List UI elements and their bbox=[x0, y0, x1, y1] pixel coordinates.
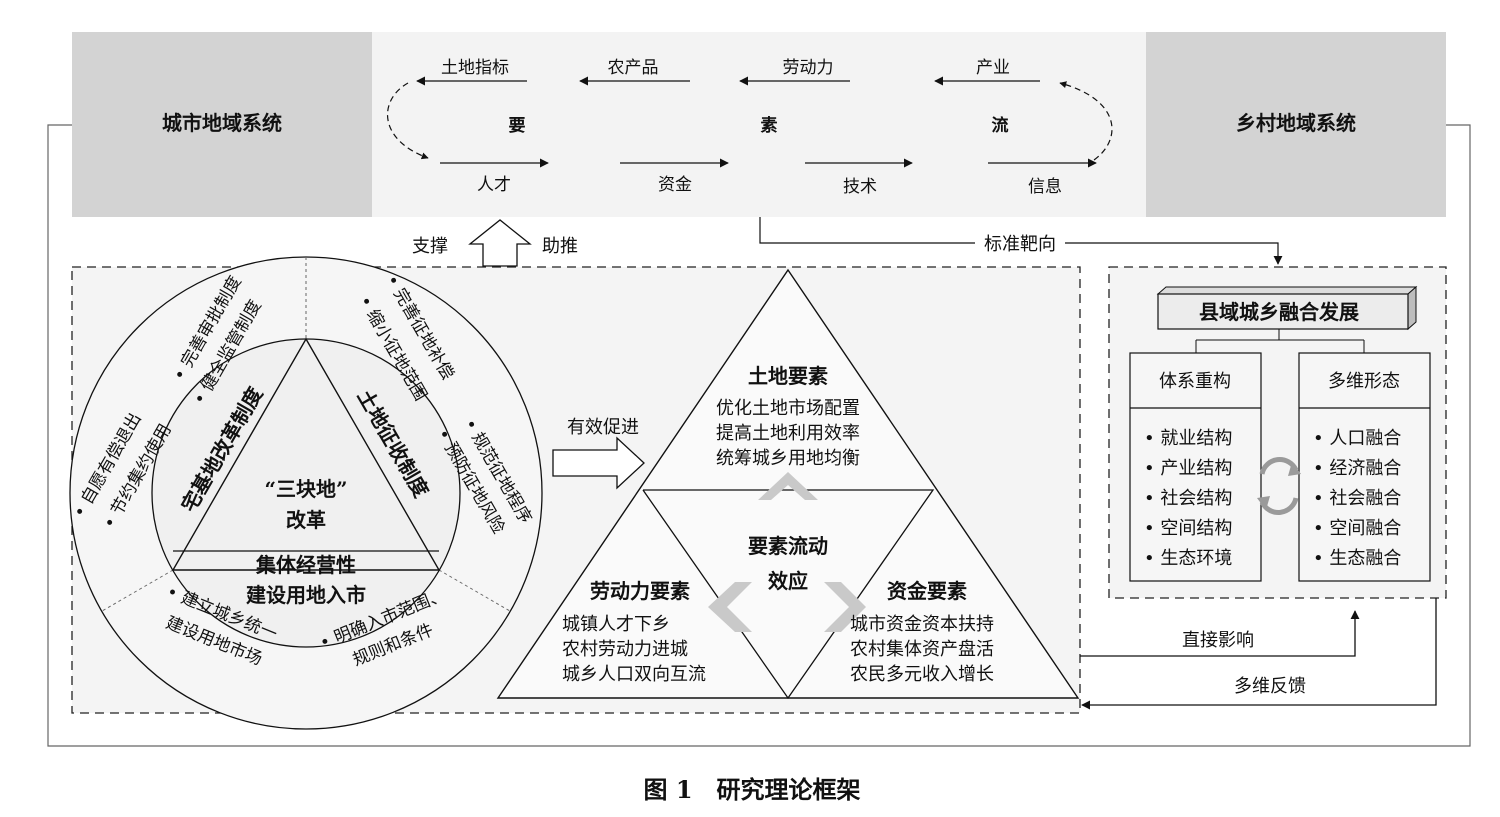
city-system-label: 城市地域系统 bbox=[162, 111, 282, 135]
flow-loop-right bbox=[1059, 81, 1113, 161]
rural-system-box bbox=[1146, 32, 1446, 217]
land-factor-title: 土地要素 bbox=[748, 364, 828, 388]
county-integration-title-box bbox=[1156, 285, 1418, 331]
flow-label-talent: 人才 bbox=[477, 175, 511, 195]
rural-system-label: 乡村地域系统 bbox=[1236, 111, 1356, 135]
labor-factor-title: 劳动力要素 bbox=[590, 579, 690, 603]
collective-land-line2: 建设用地入市 bbox=[246, 583, 366, 607]
support-up-arrow bbox=[468, 219, 532, 267]
county-integration-title: 县域城乡融合发展 bbox=[1199, 300, 1359, 324]
flow-label-labor: 劳动力 bbox=[783, 58, 834, 78]
form-item-economy: • 经济融合 bbox=[1313, 458, 1401, 479]
system-item-spatial: • 空间结构 bbox=[1144, 518, 1232, 539]
collective-land-line1: 集体经营性 bbox=[255, 553, 356, 577]
top-band: 城市地域系统 乡村地域系统 土地指标 农产品 劳动力 产业 要 素 流 人才 资… bbox=[72, 32, 1446, 217]
feedback-label: 多维反馈 bbox=[1234, 676, 1306, 697]
standard-targeting-label: 标准靶向 bbox=[984, 234, 1056, 255]
labor-factor-item-3: 城乡人口双向互流 bbox=[562, 664, 706, 685]
system-reconstruction-box bbox=[1129, 352, 1262, 582]
form-item-population: • 人口融合 bbox=[1313, 428, 1401, 449]
flow-loop-left bbox=[386, 82, 429, 160]
three-land-reform-circle bbox=[69, 256, 543, 730]
flow-center-char-3: 流 bbox=[992, 115, 1009, 136]
support-label: 支撑 bbox=[412, 236, 448, 257]
multidimensional-form-box bbox=[1298, 352, 1431, 582]
effective-promotion-label: 有效促进 bbox=[567, 417, 639, 438]
flow-label-capital: 资金 bbox=[658, 175, 692, 195]
system-item-ecology: • 生态环境 bbox=[1144, 548, 1232, 569]
flow-label-technology: 技术 bbox=[843, 177, 877, 197]
title-tree-lines bbox=[1195, 329, 1365, 353]
cycle-arrows-icon bbox=[1257, 457, 1301, 515]
capital-factor-title: 资金要素 bbox=[887, 579, 967, 603]
flow-label-farm-produce: 农产品 bbox=[608, 58, 659, 78]
flow-center-char-2: 素 bbox=[761, 116, 778, 136]
factor-flow-effect-line2: 效应 bbox=[768, 569, 808, 593]
flow-label-industry: 产业 bbox=[976, 58, 1010, 78]
land-factor-item-1: 优化土地市场配置 bbox=[716, 398, 860, 419]
form-item-society: • 社会融合 bbox=[1313, 488, 1401, 509]
form-item-ecology: • 生态融合 bbox=[1313, 548, 1401, 569]
factor-triangle bbox=[496, 268, 1080, 700]
effective-promotion-arrow bbox=[552, 436, 645, 490]
land-factor-item-2: 提高土地利用效率 bbox=[716, 423, 860, 444]
chevron-left-icon bbox=[708, 582, 752, 632]
labor-factor-item-2: 农村劳动力进城 bbox=[562, 639, 688, 660]
direct-influence-arrow bbox=[1080, 610, 1360, 657]
direct-influence-label: 直接影响 bbox=[1182, 630, 1254, 651]
land-factor-item-3: 统筹城乡用地均衡 bbox=[716, 448, 860, 469]
three-land-center-line1: “三块地” bbox=[264, 477, 347, 501]
city-system-box bbox=[72, 32, 372, 217]
system-item-industry: • 产业结构 bbox=[1144, 458, 1232, 479]
system-reconstruction-header: 体系重构 bbox=[1159, 371, 1231, 392]
capital-factor-item-2: 农村集体资产盘活 bbox=[850, 639, 994, 660]
outer-frame-line bbox=[47, 124, 1471, 747]
capital-factor-item-1: 城市资金资本扶持 bbox=[850, 614, 994, 635]
system-item-social: • 社会结构 bbox=[1144, 488, 1232, 509]
three-land-center-line2: 改革 bbox=[286, 508, 326, 532]
feedback-arrow bbox=[1081, 598, 1437, 710]
multidimensional-form-header: 多维形态 bbox=[1328, 371, 1400, 392]
figure-caption: 图 1 研究理论框架 bbox=[643, 775, 860, 804]
system-item-employment: • 就业结构 bbox=[1144, 428, 1232, 449]
chevron-right-icon bbox=[824, 582, 866, 632]
capital-factor-item-3: 农民多元收入增长 bbox=[850, 664, 994, 685]
form-item-space: • 空间融合 bbox=[1313, 518, 1401, 539]
chevron-up-icon bbox=[758, 472, 818, 500]
labor-factor-item-1: 城镇人才下乡 bbox=[562, 614, 670, 635]
flow-label-information: 信息 bbox=[1028, 177, 1062, 197]
push-label: 助推 bbox=[542, 236, 578, 257]
factor-flow-effect-line1: 要素流动 bbox=[748, 534, 828, 558]
flow-center-char-1: 要 bbox=[509, 116, 526, 136]
flow-label-land-quota: 土地指标 bbox=[441, 58, 509, 78]
